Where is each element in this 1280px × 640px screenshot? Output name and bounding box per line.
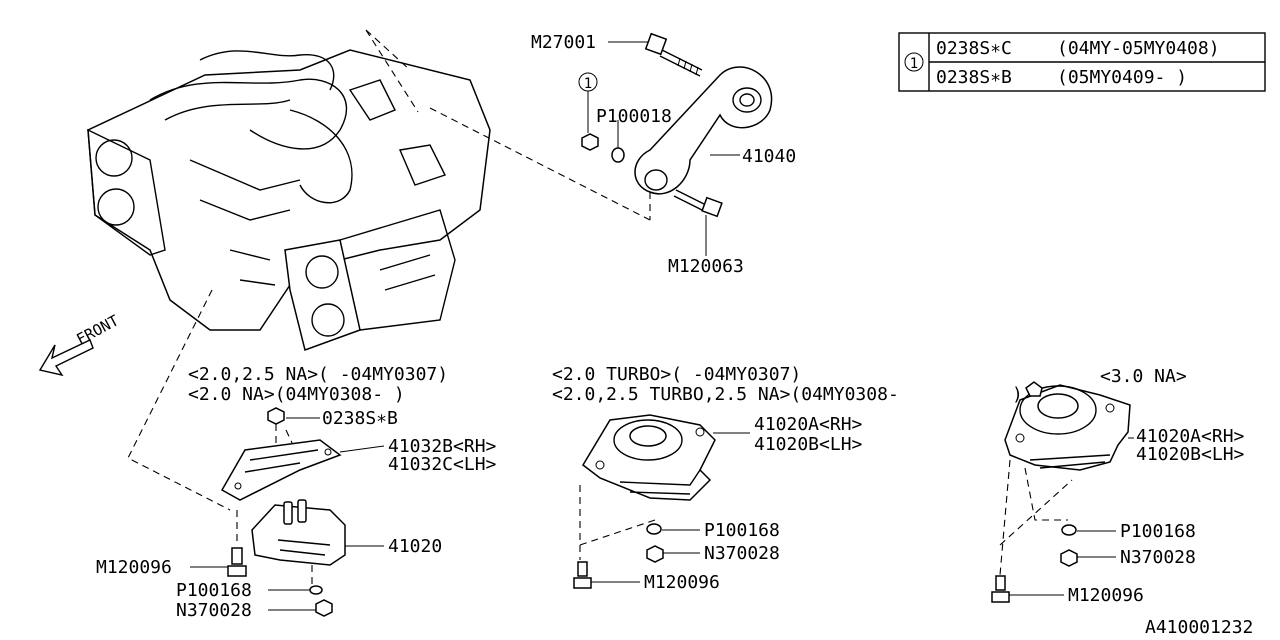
nut-0238s-b xyxy=(267,407,285,425)
left-header-line2: <2.0 NA>(04MY0308- ) xyxy=(188,384,405,405)
label-p100168-middle: P100168 xyxy=(704,520,780,541)
mount-41020ab-right xyxy=(1004,384,1131,471)
washer-p100018 xyxy=(611,147,625,163)
front-label: FRONT xyxy=(73,311,121,348)
table-row-1-code: 0238S∗C xyxy=(936,38,1012,59)
reference-table: 1 0238S∗C (04MY-05MY0408) 0238S∗B (05MY0… xyxy=(898,32,1266,92)
bolt-upper-head xyxy=(644,32,668,56)
leader-engine-to-left-mount xyxy=(127,289,231,511)
label-m120096-right: M120096 xyxy=(1068,585,1144,606)
nut-ref-1 xyxy=(581,133,599,151)
label-41032b-rh: 41032B<RH> xyxy=(388,436,497,457)
label-m120096-left: M120096 xyxy=(96,557,172,578)
leader-engine-to-rod xyxy=(365,29,651,221)
label-n370028-middle: N370028 xyxy=(704,543,780,564)
label-41032c-lh: 41032C<LH> xyxy=(388,454,497,475)
label-p100018: P100018 xyxy=(596,106,672,127)
left-mount-group: <2.0,2.5 NA>( -04MY0307) <2.0 NA>(04MY03… xyxy=(96,364,497,621)
label-m120096-middle: M120096 xyxy=(644,572,720,593)
table-row-2-range: (05MY0409- ) xyxy=(1057,67,1187,88)
label-41020b-lh-right: 41020B<LH> xyxy=(1136,444,1245,465)
label-n370028-right: N370028 xyxy=(1120,547,1196,568)
middle-mount-group: <2.0 TURBO>( -04MY0307) <2.0,2.5 TURBO,2… xyxy=(552,364,899,593)
label-41020b-lh-middle: 41020B<LH> xyxy=(754,434,863,455)
label-m120063: M120063 xyxy=(668,256,744,277)
right-header-line1: <3.0 NA> xyxy=(1100,366,1187,387)
pitching-stopper-assembly: M27001 41040 1 P100018 M120063 xyxy=(531,32,796,277)
label-p100168-left: P100168 xyxy=(176,580,252,601)
right-header-line2: ) xyxy=(1012,384,1023,405)
label-41040: 41040 xyxy=(742,146,796,167)
label-41020a-rh-right: 41020A<RH> xyxy=(1136,426,1245,447)
label-n370028-left: N370028 xyxy=(176,600,252,621)
label-41020: 41020 xyxy=(388,536,442,557)
bracket-41032 xyxy=(220,439,342,501)
table-ref-symbol: 1 xyxy=(910,56,918,72)
right-mount-group: <3.0 NA> ) 41020A<RH> 41020B<LH> P100168… xyxy=(991,366,1245,606)
label-41020a-rh-middle: 41020A<RH> xyxy=(754,414,863,435)
engine-block-illustration: FRONT xyxy=(38,49,491,377)
table-row-1-range: (04MY-05MY0408) xyxy=(1057,38,1220,59)
table-row-2-code: 0238S∗B xyxy=(936,67,1012,88)
label-m27001: M27001 xyxy=(531,32,596,53)
left-header-line1: <2.0,2.5 NA>( -04MY0307) xyxy=(188,364,448,385)
middle-header-line2: <2.0,2.5 TURBO,2.5 NA>(04MY0308- xyxy=(552,384,899,405)
middle-header-line1: <2.0 TURBO>( -04MY0307) xyxy=(552,364,801,385)
mount-41020 xyxy=(251,504,346,566)
label-0238s-b: 0238S∗B xyxy=(322,408,398,429)
label-p100168-right: P100168 xyxy=(1120,521,1196,542)
diagram-id: A410001232 xyxy=(1145,617,1253,638)
table-ref-circle xyxy=(904,52,924,72)
bolt-lower-head xyxy=(701,196,723,218)
label-ref-1-nut: 1 xyxy=(584,76,592,92)
